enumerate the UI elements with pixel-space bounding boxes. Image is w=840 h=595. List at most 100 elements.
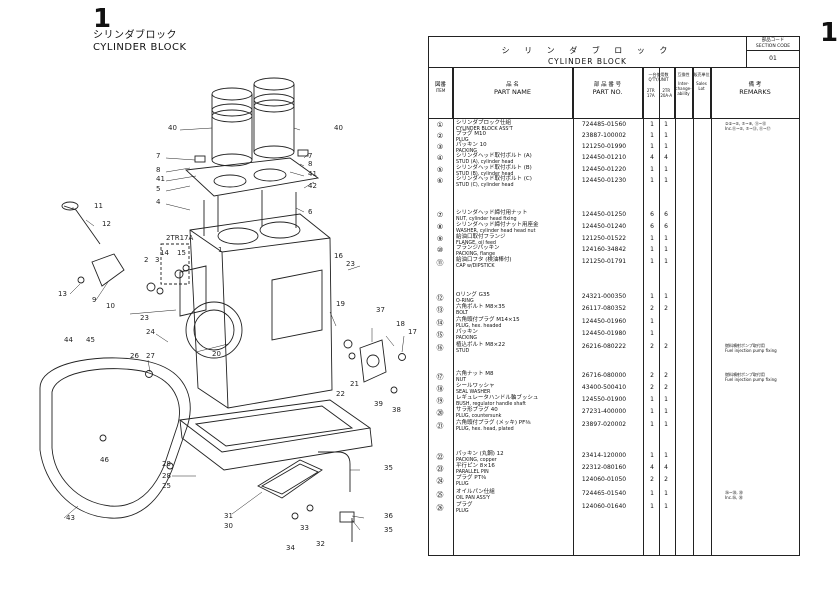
col-remarks-en: REMARKS <box>739 88 771 96</box>
part-name-jp: 六角頭付プラグ (メッキ) PF⅜ <box>456 420 531 426</box>
qty-2tr20a: 1 <box>664 396 668 403</box>
part-name-jp: シリンダヘッド取付ボルト (A) <box>456 153 532 159</box>
qty-2tr17a: 1 <box>650 330 654 337</box>
part-number: 124450-01220 <box>581 166 627 173</box>
col-sales-jp: 販売単位 <box>693 72 710 77</box>
callout-label: 14 <box>160 249 169 257</box>
part-name-jp: オイルパン仕組 <box>456 489 495 495</box>
callout-label: 20 <box>212 350 221 358</box>
part-name-en: FLANGE, oil feed <box>456 240 496 246</box>
callout-label: 27 <box>146 352 155 360</box>
qty-2tr17a: 1 <box>650 421 654 428</box>
callout-label: 41 <box>156 175 165 183</box>
end-plate <box>359 339 387 383</box>
part-number: 724465-01540 <box>581 490 627 497</box>
left-page-number: 1 <box>93 4 112 34</box>
callout-label: 44 <box>64 336 73 344</box>
callout-label: 10 <box>106 302 115 310</box>
part-name-en: BOLT <box>456 310 468 316</box>
callout-label: 17 <box>408 328 417 336</box>
remarks-line: Fuel injection pump fixing <box>725 348 777 353</box>
callout-label: 37 <box>376 306 385 314</box>
callout-label: 16 <box>334 252 343 260</box>
qty-2tr17a: 2 <box>650 305 654 312</box>
item-number: ⑧ <box>436 223 444 231</box>
item-number: ⑨ <box>436 235 444 243</box>
part-number: 26216-080222 <box>581 343 627 350</box>
part-name-jp: シリンダヘッド締付用ナット <box>456 210 528 216</box>
part-name-en: NUT <box>456 377 467 383</box>
col-item: 図番 ITEM <box>429 68 453 119</box>
remarks-line: Inc.㉖, ㉚ <box>725 495 743 500</box>
qty-2tr17a: 1 <box>650 143 654 150</box>
part-name-jp: 六角ナット M8 <box>456 371 494 377</box>
part-name-en: WASHER, cylinder head head nut <box>456 228 536 234</box>
part-name-en: PLUG <box>456 508 469 514</box>
cylinder-liner-right <box>253 77 295 159</box>
part-number: 26117-080352 <box>581 305 627 312</box>
part-number: 43400-500410 <box>581 384 627 391</box>
callout-label: 13 <box>58 290 67 298</box>
part-name-en: STUD <box>456 348 470 354</box>
oil-pipe <box>318 451 353 542</box>
callout-label: 40 <box>168 124 177 132</box>
qty-2tr20a: 2 <box>664 476 668 483</box>
callout-label: 22 <box>336 390 345 398</box>
part-name-jp: パッキン 10 <box>456 142 487 148</box>
callout-label: 42 <box>308 182 317 190</box>
callout-label: 12 <box>102 220 111 228</box>
part-name-jp: プラグ PT⅜ <box>456 475 487 481</box>
part-name: シリンダヘッド取付ボルト (A)STUD (A), cylinder head <box>456 153 571 165</box>
callout-label: 36 <box>384 512 393 520</box>
callout-label: 25 <box>162 482 171 490</box>
part-name-en: BUSH, regulator handle shaft <box>456 401 526 407</box>
section-code-label-jp: 部品コード <box>761 38 785 43</box>
part-name-jp: 六角頭付プラグ M14×15 <box>456 317 520 323</box>
col-divider <box>659 68 660 555</box>
qty-2tr17a: 1 <box>650 246 654 253</box>
part-name-jp: サラ形プラグ 40 <box>456 407 498 413</box>
item-number: ⑮ <box>436 331 444 339</box>
callout-label: 15 <box>177 249 186 257</box>
part-name-jp: シリンダヘッド締付ナット用座金 <box>456 222 539 228</box>
qty-2tr17a: 2 <box>650 343 654 350</box>
part-name-en: PACKING, flange <box>456 251 496 257</box>
col-name-en: PART NAME <box>493 88 532 96</box>
callout-label: 7 <box>308 152 312 160</box>
part-name-jp: プラグ <box>456 502 473 508</box>
part-name: シリンダヘッド取付ボルト (B)STUD (B), cylinder head <box>456 165 571 177</box>
item-number: ① <box>436 121 444 129</box>
oil-pan <box>178 399 373 471</box>
callout-label: 8 <box>308 160 312 168</box>
part-name-en: NUT, cylinder head fixing <box>456 216 517 222</box>
remarks-line: ㉖~㉘, ㉚ <box>725 490 743 495</box>
remarks-line: 燃料噴射ポンプ取付用 <box>725 372 765 377</box>
part-number: 124450-01960 <box>581 318 627 325</box>
qty-2tr20a: 2 <box>664 372 668 379</box>
qty-2tr17a: 2 <box>650 372 654 379</box>
callout-label: 35 <box>384 464 393 472</box>
qty-2tr17a: 1 <box>650 452 654 459</box>
callout-label: 23 <box>346 260 355 268</box>
qty-2tr20a: 2 <box>664 305 668 312</box>
part-number: 22312-080160 <box>581 464 627 471</box>
callout-label: 1 <box>218 246 222 254</box>
part-name-jp: パッキン <box>456 329 478 335</box>
part-name-en: CAP w/DIPSTICK <box>456 263 495 269</box>
item-number: ⑲ <box>436 397 444 405</box>
col-no-en: PART NO. <box>592 88 623 96</box>
part-number: 124060-01640 <box>581 503 627 510</box>
part-name-en: PLUG, hex. head, plated <box>456 426 514 432</box>
remarks-line: Fuel injection pump fixing <box>725 377 777 382</box>
callout-label: 33 <box>300 524 309 532</box>
part-number: 124450-01210 <box>581 154 627 161</box>
qty-2tr20a: 1 <box>664 132 668 139</box>
